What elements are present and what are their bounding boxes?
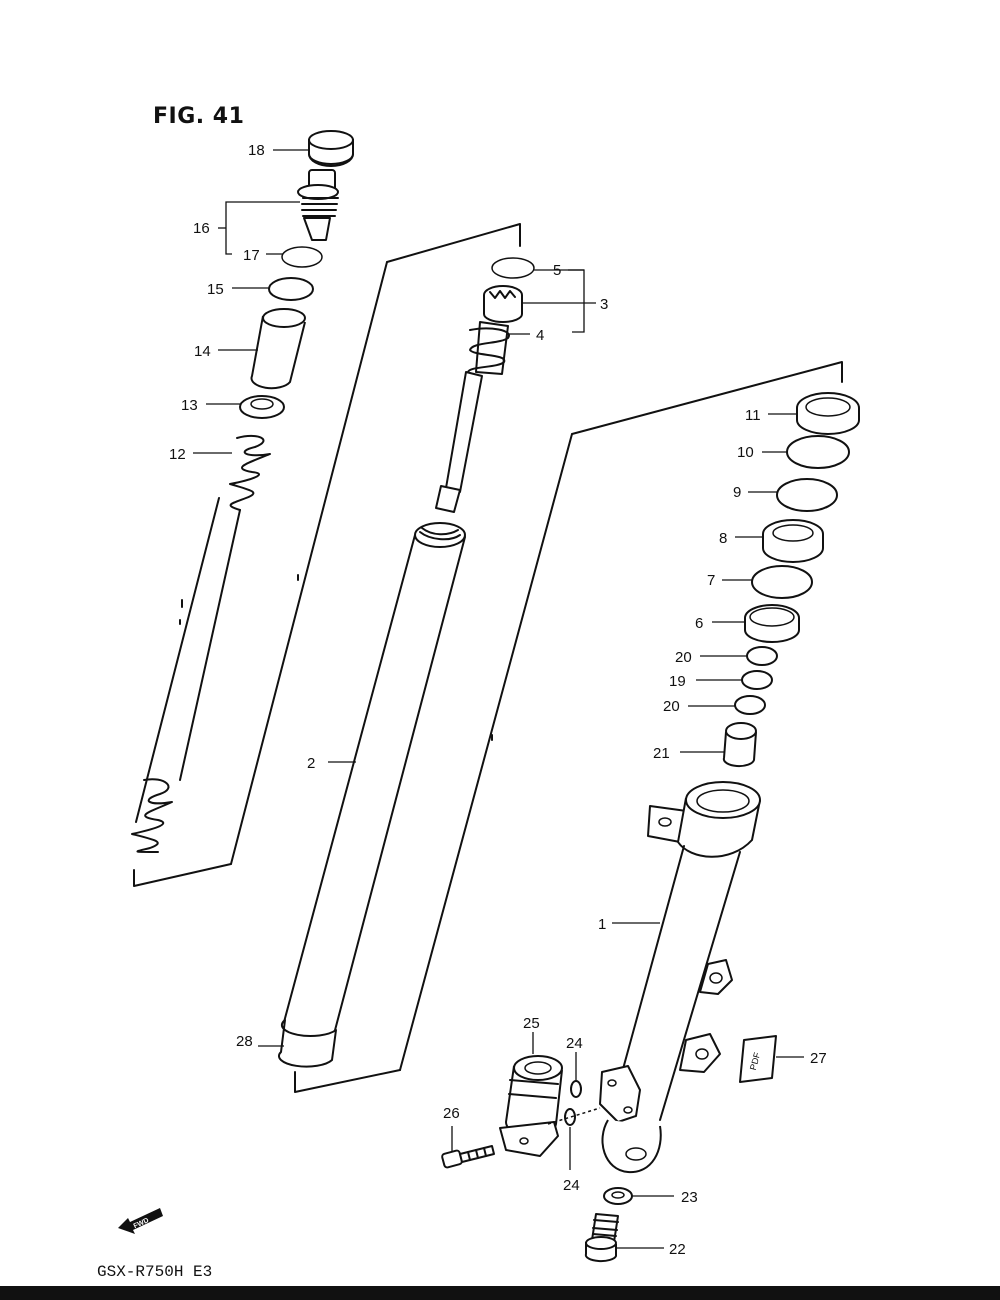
callout-28: 28 [236, 1033, 253, 1050]
washer-20b [734, 695, 766, 715]
ring-9 [776, 478, 838, 512]
spacer-14 [250, 308, 306, 390]
center-bracket-outline [294, 361, 843, 1093]
damper-rod-4 [435, 321, 510, 513]
callout-3: 3 [600, 296, 608, 313]
o-ring-19 [741, 670, 773, 690]
cap-18 [308, 130, 354, 167]
callout-1: 1 [598, 916, 606, 933]
leader-lines [193, 149, 804, 1249]
stopper-ring-10 [786, 435, 850, 469]
callout-19: 19 [669, 673, 686, 690]
callout-10: 10 [737, 444, 754, 461]
ring-5 [491, 257, 535, 279]
callout-labels: 18 16 17 15 14 13 12 5 3 4 2 28 11 10 9 … [169, 142, 827, 1258]
left-bracket-outline [133, 223, 521, 887]
callout-15: 15 [207, 281, 224, 298]
callout-2: 2 [307, 755, 315, 772]
gasket-23 [603, 1187, 633, 1205]
damper-nut-3 [483, 285, 523, 323]
callout-17: 17 [243, 247, 260, 264]
callout-24b: 24 [563, 1177, 580, 1194]
callout-16: 16 [193, 220, 210, 237]
fwd-arrow: FWD [118, 1208, 163, 1234]
spring-12 [131, 434, 271, 853]
washer-15 [268, 277, 314, 301]
callout-27: 27 [810, 1050, 827, 1067]
callout-7: 7 [707, 572, 715, 589]
callout-20b: 20 [663, 698, 680, 715]
figure-title: FIG. 41 [153, 104, 245, 129]
callout-11: 11 [745, 407, 761, 424]
bushing-6 [744, 604, 800, 643]
o-ring-24a [570, 1080, 582, 1098]
callout-24a: 24 [566, 1035, 583, 1052]
callout-26: 26 [443, 1105, 460, 1122]
callout-13: 13 [181, 397, 198, 414]
piece-21 [722, 722, 757, 768]
callout-18: 18 [248, 142, 265, 159]
pdf-label-27: PDF [739, 1035, 777, 1083]
outer-tube-1 [599, 781, 761, 1174]
callout-25: 25 [523, 1015, 540, 1032]
callout-5: 5 [553, 262, 561, 279]
washer-20a [746, 646, 778, 666]
callout-22: 22 [669, 1241, 686, 1258]
o-ring-17 [281, 246, 323, 268]
callout-23: 23 [681, 1189, 698, 1206]
bolt-22 [584, 1213, 619, 1263]
callout-20a: 20 [675, 649, 692, 666]
callout-8: 8 [719, 530, 727, 547]
seat-13 [239, 395, 285, 419]
page-bottom-bar [0, 1286, 1000, 1300]
adjuster-25 [499, 1055, 601, 1157]
model-code: GSX-R750H E3 [97, 1263, 213, 1281]
oil-seal-8 [762, 519, 824, 563]
cap-bolt-16 [297, 169, 339, 241]
fwd-arrow-text: FWD [133, 1217, 150, 1230]
inner-tube-2 [278, 522, 493, 1068]
callout-9: 9 [733, 484, 741, 501]
screw-26 [441, 1145, 495, 1169]
callout-6: 6 [695, 615, 703, 632]
dust-seal-11 [796, 392, 860, 435]
callout-12: 12 [169, 446, 186, 463]
pdf-label-text: PDF [748, 1051, 762, 1071]
callout-4: 4 [536, 327, 544, 344]
ring-7 [751, 565, 813, 599]
callout-21: 21 [653, 745, 670, 762]
callout-14: 14 [194, 343, 211, 360]
o-ring-24b [564, 1108, 576, 1126]
